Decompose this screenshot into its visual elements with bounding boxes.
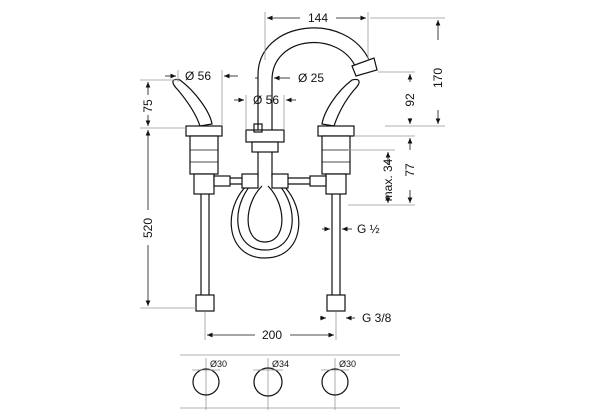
dimension-lines	[140, 12, 445, 340]
dim-mount-depth: max. 34	[381, 158, 395, 201]
dim-hose-thread: G ½	[357, 222, 380, 236]
dim-spout-height: 92	[403, 93, 417, 107]
dimension-labels: 144 170 Ø 56 Ø 25 Ø 56 75 92 max. 34 77 …	[141, 11, 445, 342]
dim-hose-length: 520	[141, 218, 155, 238]
dim-body-diameter: Ø 56	[253, 93, 279, 107]
spout	[257, 27, 378, 135]
dim-mount-height: 77	[403, 163, 417, 177]
center-body	[245, 123, 285, 178]
dim-spacing: 200	[262, 328, 282, 342]
right-handle	[317, 78, 360, 312]
dim-handle-diameter: Ø 56	[185, 69, 211, 83]
left-handle	[172, 78, 223, 312]
hole-left-diameter: Ø30	[210, 359, 227, 369]
dim-spout-reach: 144	[308, 11, 328, 25]
hole-right-diameter: Ø30	[339, 359, 356, 369]
dim-handle-height: 75	[141, 99, 155, 113]
dim-spout-diameter: Ø 25	[298, 71, 324, 85]
hose-loop	[230, 177, 300, 259]
hole-center-diameter: Ø34	[272, 359, 289, 369]
dim-total-height: 170	[431, 68, 445, 88]
dim-supply-thread: G 3/8	[362, 311, 392, 325]
connectors	[213, 173, 327, 189]
bottom-view: Ø30 Ø34 Ø30	[180, 354, 400, 410]
